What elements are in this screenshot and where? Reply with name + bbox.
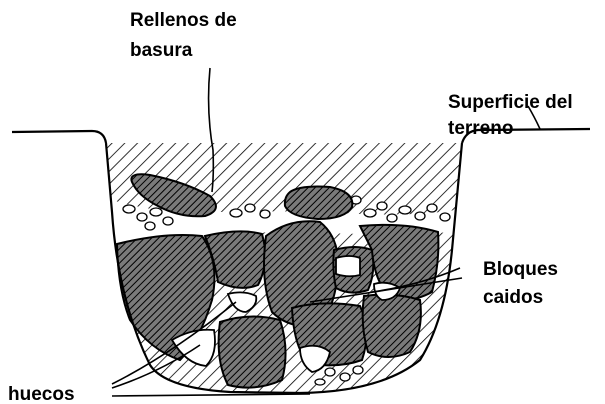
label-rellenos-line1: Rellenos de: [130, 10, 237, 31]
block-bottom-middle-left: [219, 316, 286, 387]
label-bloques-line1: Bloques: [483, 259, 558, 280]
label-superficie-line1: Superficie del: [448, 92, 573, 113]
leader-huecos-3: [112, 394, 310, 396]
label-bloques-line2: caidos: [483, 287, 543, 308]
label-rellenos-line2: basura: [130, 40, 193, 61]
block-bottom-right: [363, 295, 421, 357]
block-top-middle: [285, 187, 352, 219]
label-huecos: huecos: [8, 384, 75, 404]
label-superficie-line2: terreno: [448, 118, 513, 139]
